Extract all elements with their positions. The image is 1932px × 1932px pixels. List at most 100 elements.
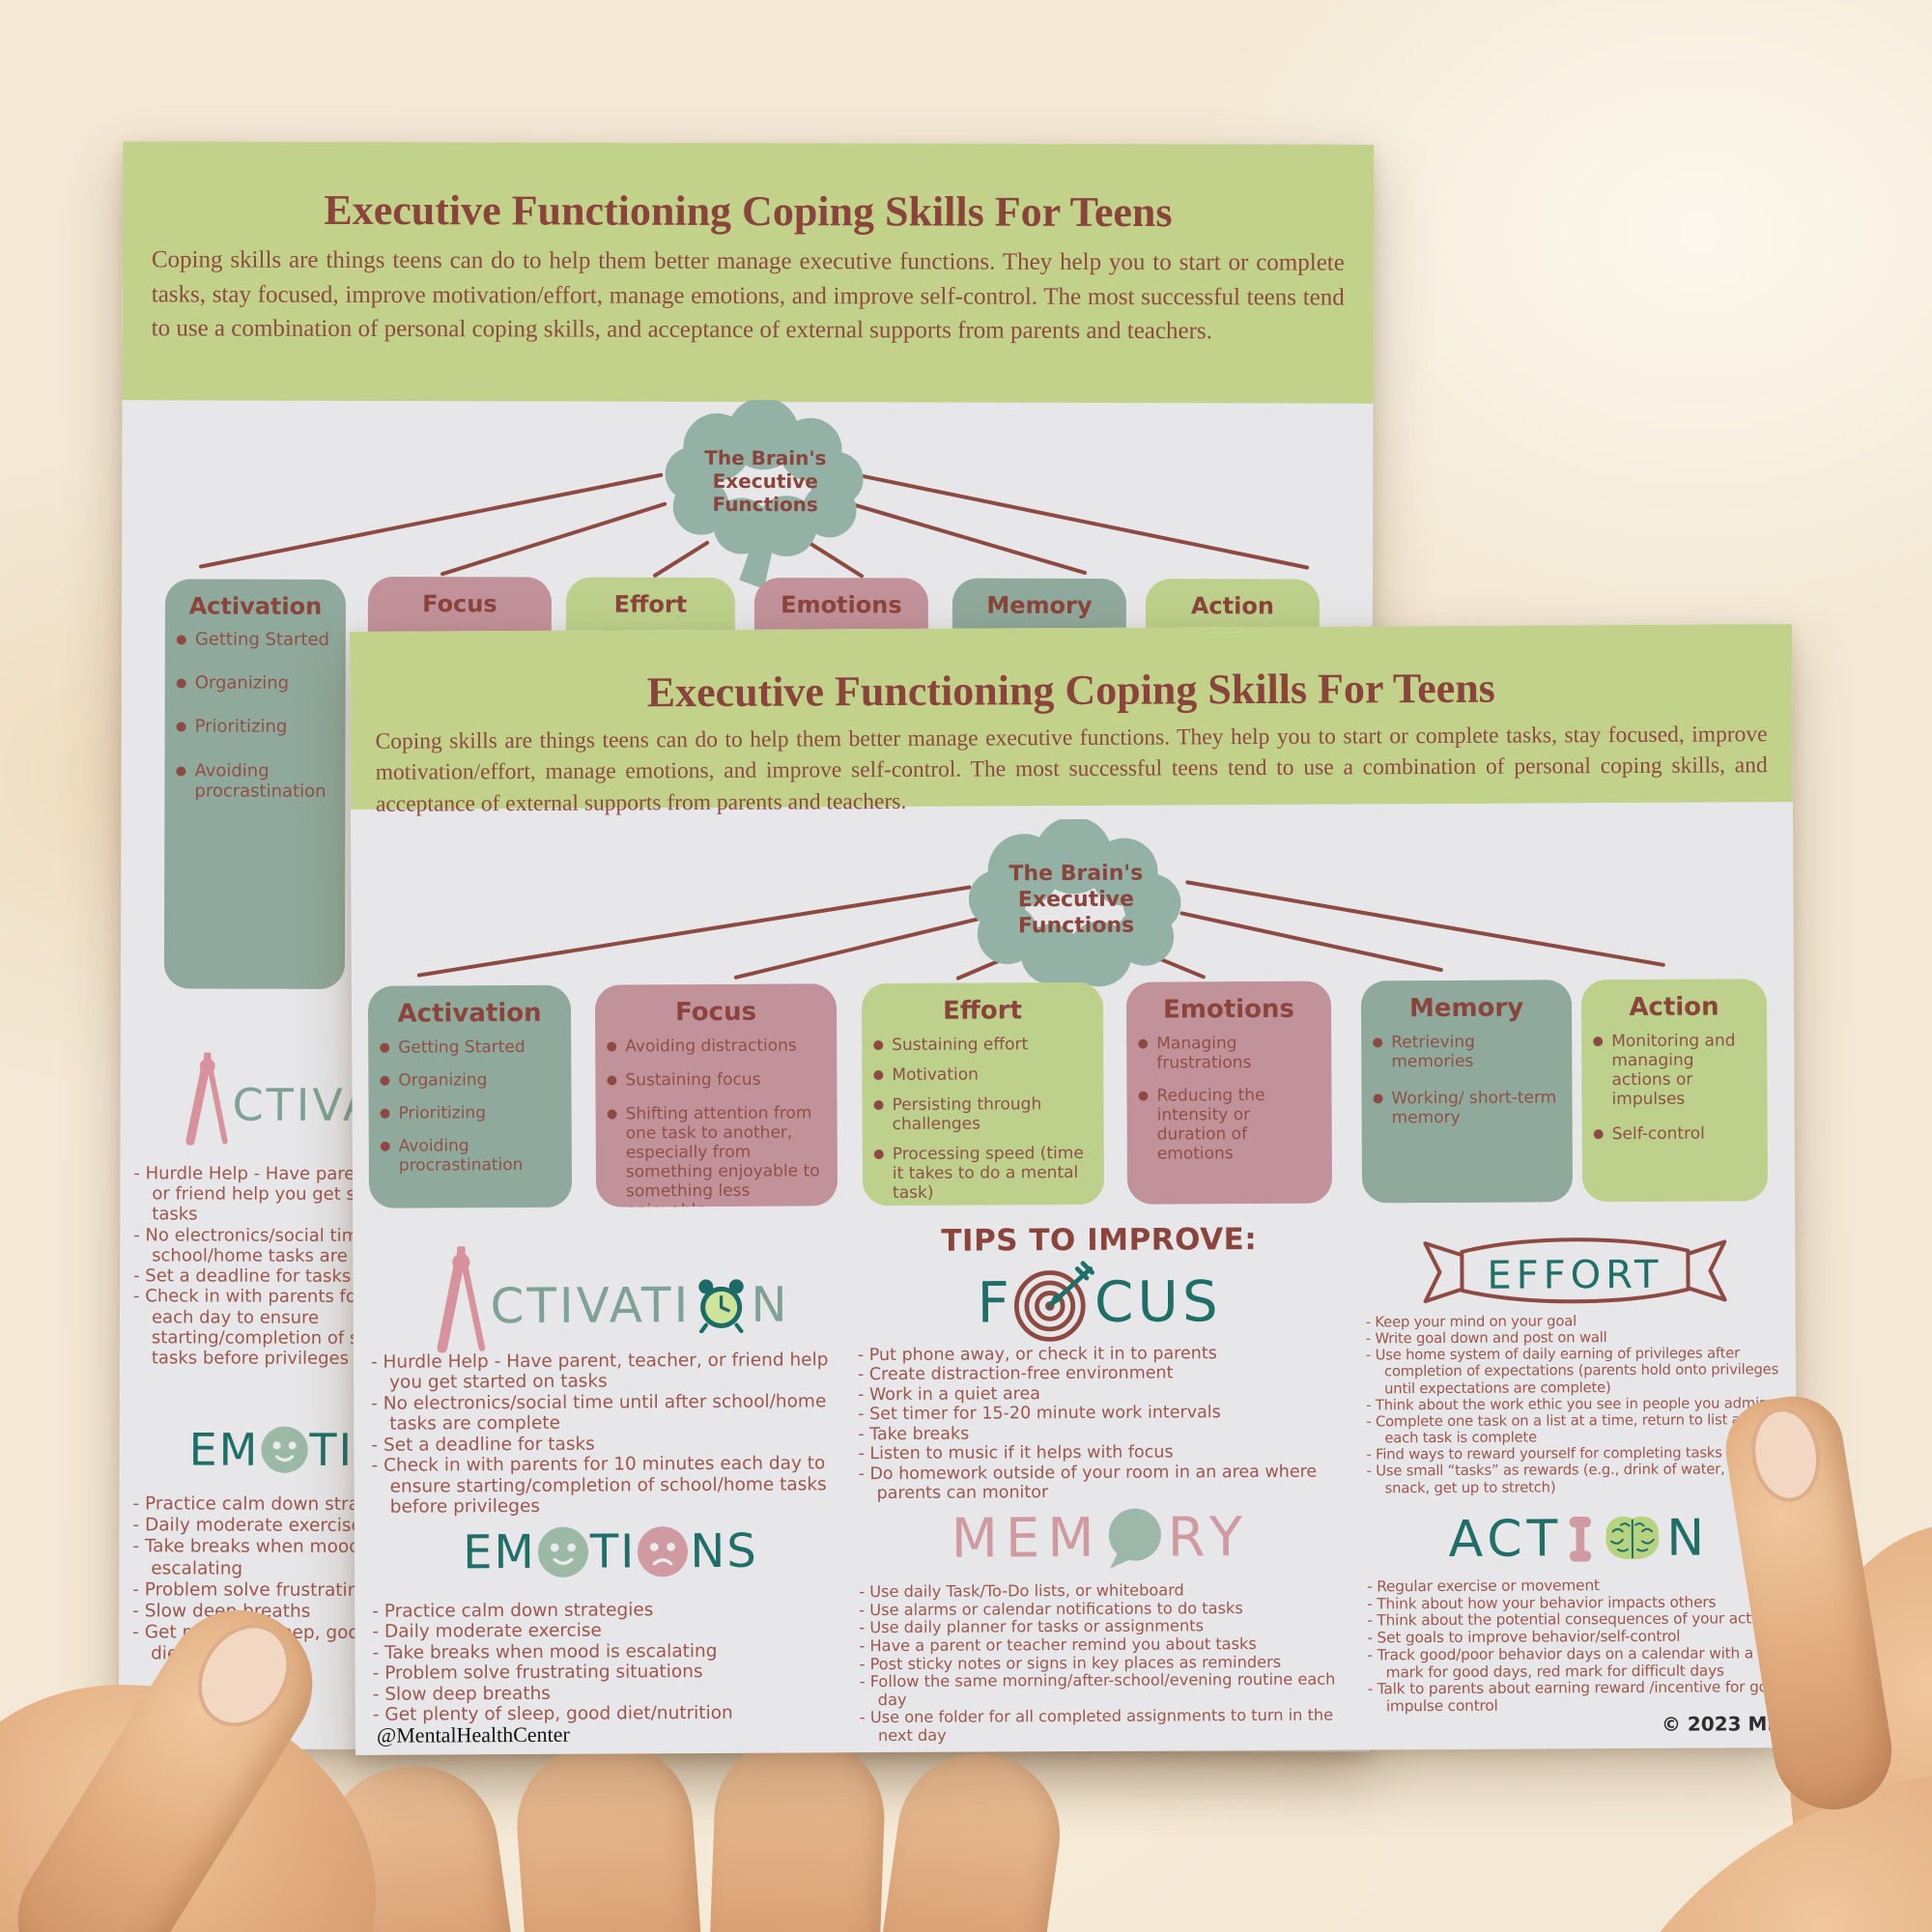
list-item: Reducing the intensity or duration of em… (1138, 1086, 1320, 1164)
box-items: Sustaining effort Motivation Persisting … (873, 1035, 1093, 1204)
list-item: Do homework outside of your room in an a… (858, 1462, 1346, 1504)
alarm-clock-icon (698, 1279, 744, 1334)
list-item: Motivation (873, 1065, 1092, 1085)
wordart-text: F (977, 1269, 1014, 1336)
box-items: Avoiding distractions Sustaining focus S… (607, 1036, 826, 1207)
brain-label-line: Functions (712, 492, 818, 517)
page-title: Executive Functioning Coping Skills For … (646, 665, 1495, 717)
wordart-text: EFFORT (1487, 1252, 1663, 1298)
brain-label: The Brain's Executive Functions (948, 861, 1204, 940)
tips-heading: TIPS TO IMPROVE: (941, 1222, 1258, 1259)
list-item: Hurdle Help - Have parent, teacher, or f… (371, 1350, 859, 1394)
list-item: Prioritizing (381, 1103, 560, 1123)
intro-paragraph: Coping skills are things teens can do to… (151, 246, 1345, 345)
brain-label-line: Functions (1017, 913, 1135, 938)
list-item: Practice calm down strategies (372, 1599, 860, 1622)
list-item: Working/ short-term memory (1373, 1088, 1560, 1127)
list-item: Daily moderate exercise (372, 1620, 860, 1643)
brain-label-line: The Brain's (704, 445, 827, 470)
ef-box-focus: Focus Avoiding distractions Sustaining f… (594, 983, 838, 1208)
list-item: Getting Started (177, 629, 334, 650)
action-tips-list: Regular exercise or movement Think about… (1367, 1577, 1798, 1716)
memory-tips-list: Use daily Task/To-Do lists, or whiteboar… (859, 1580, 1354, 1745)
list-item: Organizing (177, 673, 334, 695)
section-title-emotions: EM TI NS (369, 1510, 852, 1594)
target-arrow-icon (1014, 1261, 1095, 1342)
list-item: Work in a quiet area (858, 1382, 1346, 1405)
wordart-text: EM (188, 1423, 260, 1476)
section-title-focus: F CUS (855, 1255, 1343, 1350)
wordart-text: MEM (951, 1506, 1102, 1571)
list-item: Avoiding procrastination (381, 1136, 560, 1176)
wordart-text: CUS (1094, 1268, 1222, 1335)
wordart-text: EM (462, 1524, 537, 1580)
box-items: Getting Started Organizing Prioritizing … (176, 629, 333, 802)
list-item: Avoiding distractions (607, 1036, 825, 1056)
box-title: Effort (942, 996, 1023, 1026)
ef-box-emotions: Emotions Managing frustrations Reducing … (1125, 980, 1333, 1205)
list-item: Getting Started (380, 1037, 559, 1058)
wordart-text: NS (690, 1523, 758, 1579)
section-title-action: ACT N (1364, 1505, 1794, 1573)
list-item: Listen to music if it helps with focus (858, 1442, 1346, 1464)
list-item: Retrieving memories (1373, 1032, 1560, 1072)
wordart-text: RY (1167, 1506, 1251, 1570)
speech-bubble-icon (1108, 1508, 1161, 1569)
thumb-nail (1745, 1403, 1827, 1507)
list-item: Check in with parents for 10 minutes eac… (371, 1453, 859, 1518)
box-items: Getting Started Organizing Prioritizing … (380, 1037, 560, 1176)
list-item: Monitoring and managing actions or impul… (1593, 1031, 1755, 1109)
ef-box-memory: Memory Retrieving memories Working/ shor… (1360, 980, 1574, 1204)
activation-tips-list: Hurdle Help - Have parent, teacher, or f… (371, 1350, 860, 1518)
list-item: Use home system of daily earning of priv… (1366, 1345, 1798, 1397)
ef-box-activation: Activation Getting Started Organizing Pr… (163, 579, 346, 989)
wordart-text: CTIVATI (490, 1277, 692, 1335)
section-title-effort: EFFORT (1357, 1229, 1792, 1314)
box-title: Focus (422, 590, 497, 618)
brain-label-line: Executive (712, 469, 818, 494)
brain-doodle-icon (1605, 1516, 1660, 1560)
wordart-text: TI (589, 1524, 637, 1579)
sad-face-icon (638, 1526, 689, 1577)
list-item: Take breaks when mood is escalating (372, 1640, 860, 1663)
list-item: Use one folder for all completed assignm… (860, 1706, 1354, 1746)
list-item: Track good/poor behavior days on a calen… (1367, 1644, 1799, 1682)
list-item: Set timer for 15-20 minute work interval… (858, 1403, 1346, 1425)
section-title-memory: MEM RY (857, 1499, 1345, 1579)
list-item: Take breaks (858, 1422, 1346, 1444)
wordart-text: N (751, 1276, 790, 1333)
box-title: Activation (397, 998, 542, 1029)
section-title-activation: CTIVATI N (367, 1246, 851, 1364)
ef-box-action: Action Monitoring and managing actions o… (1580, 979, 1769, 1203)
poster-header: Executive Functioning Coping Skills For … (122, 141, 1375, 404)
brain-label-line: The Brain's (1009, 861, 1144, 887)
box-title: Effort (613, 590, 688, 618)
box-title: Memory (986, 591, 1093, 619)
brain-label-line: Executive (1017, 887, 1135, 913)
poster-front: Executive Functioning Coping Skills For … (349, 624, 1799, 1755)
list-item: Prioritizing (177, 717, 334, 738)
box-title: Emotions (781, 591, 902, 619)
list-item: Put phone away, or check it in to parent… (858, 1344, 1346, 1366)
left-hand-fingers (313, 1733, 1101, 1932)
box-items: Managing frustrations Reducing the inten… (1138, 1034, 1321, 1164)
list-item: Organizing (380, 1070, 559, 1091)
box-title: Focus (674, 997, 757, 1028)
list-item: Managing frustrations (1138, 1034, 1320, 1073)
wordart-text: N (1666, 1509, 1710, 1568)
drafting-compass-icon (185, 1052, 228, 1146)
box-title: Action (1190, 592, 1274, 620)
list-item: Create distraction-free environment (858, 1363, 1346, 1385)
wordart-text: ACT (1448, 1510, 1563, 1569)
box-items: Retrieving memories Working/ short-term … (1373, 1032, 1561, 1128)
list-item: No electronics/social time until after s… (371, 1391, 859, 1435)
list-item: Self-control (1594, 1123, 1756, 1145)
box-title: Activation (188, 592, 323, 620)
poster-header: Executive Functioning Coping Skills For … (349, 624, 1793, 817)
list-item: Sustaining effort (873, 1035, 1092, 1055)
ribbon-banner (1423, 1237, 1727, 1304)
list-item: Regular exercise or movement (1367, 1577, 1798, 1596)
ef-box-effort: Effort Sustaining effort Motivation Pers… (861, 981, 1105, 1207)
copyright-text: © 2023 MH (1661, 1712, 1784, 1736)
